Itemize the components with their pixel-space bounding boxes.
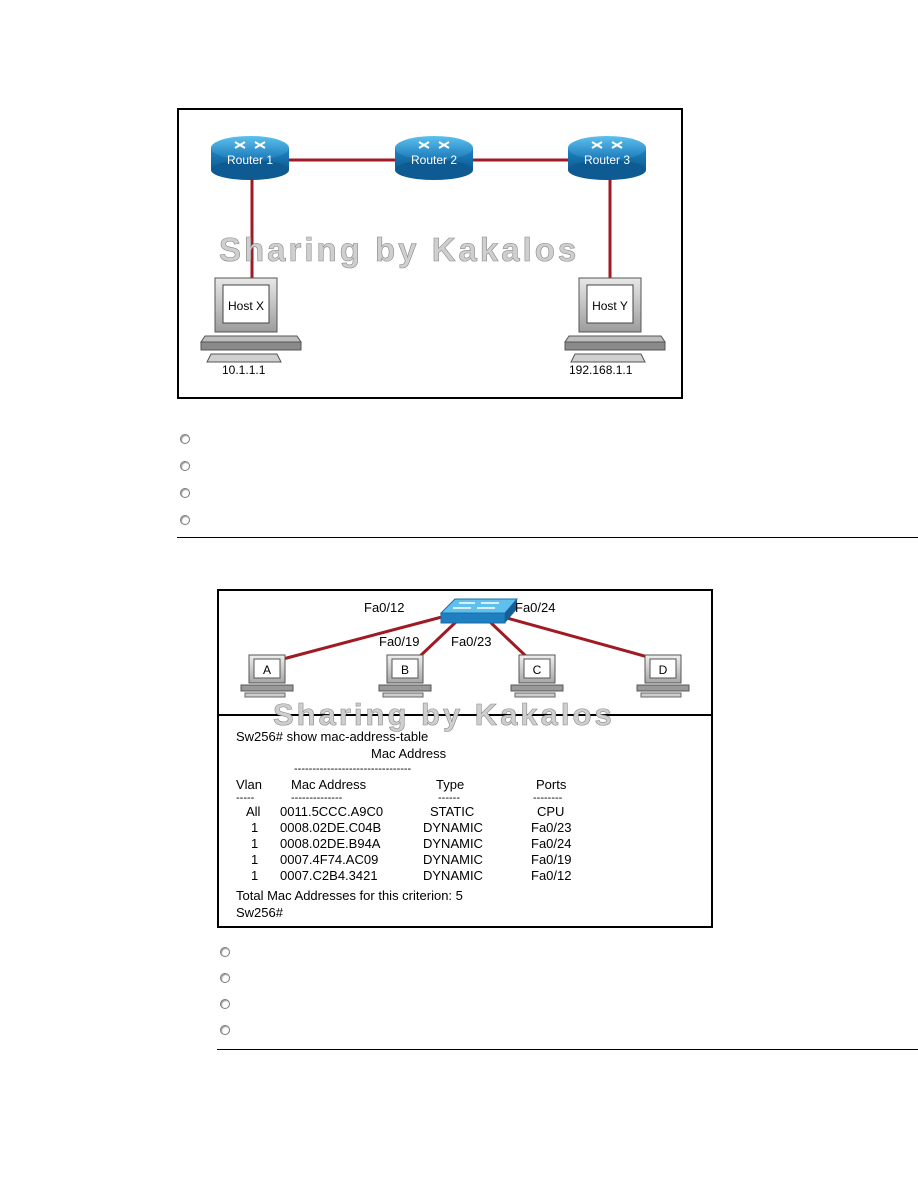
svg-text:Fa0/24: Fa0/24 [531,836,571,851]
port-label-fa0-24: Fa0/24 [515,600,555,615]
router-topology-diagram: Router 1 Router 2 Router 3 Host X [200,136,666,377]
host-label: B [401,663,409,677]
question-divider [217,1049,918,1050]
cli-output: Sw256# show mac-address-table Mac Addres… [236,729,571,920]
col-header-ports: Ports [536,777,567,792]
svg-text:0007.4F74.AC09: 0007.4F74.AC09 [280,852,378,867]
table-row: 1 0007.4F74.AC09 DYNAMIC Fa0/19 [251,852,571,867]
router-label: Router 2 [411,153,457,167]
svg-text:1: 1 [251,836,258,851]
svg-text:DYNAMIC: DYNAMIC [423,852,483,867]
option-radio[interactable] [180,434,190,444]
option-radio[interactable] [180,488,190,498]
cli-total: Total Mac Addresses for this criterion: … [236,888,463,903]
svg-text:Fa0/12: Fa0/12 [531,868,571,883]
table-row: 1 0008.02DE.C04B DYNAMIC Fa0/23 [251,820,571,835]
svg-text:0008.02DE.C04B: 0008.02DE.C04B [280,820,381,835]
table-row: 1 0007.C2B4.3421 DYNAMIC Fa0/12 [251,868,571,883]
cli-prompt: Sw256# [236,905,284,920]
router-label: Router 3 [584,153,630,167]
option-radio[interactable] [180,515,190,525]
switch-figure-2: Fa0/12 Fa0/24 Fa0/19 Fa0/23 A B C [217,589,713,928]
host-label: Host X [228,299,264,313]
cli-dashes: -------------------------------- [294,763,412,775]
option-radio[interactable] [220,973,230,983]
host-y-computer-icon: Host Y [564,277,666,363]
host-label: C [533,663,542,677]
svg-text:DYNAMIC: DYNAMIC [423,820,483,835]
port-label-fa0-23: Fa0/23 [451,634,491,649]
svg-text:1: 1 [251,820,258,835]
svg-text:0008.02DE.B94A: 0008.02DE.B94A [280,836,381,851]
router-1: Router 1 [211,136,289,180]
svg-text:1: 1 [251,852,258,867]
host-label: D [659,663,668,677]
svg-text:DYNAMIC: DYNAMIC [423,868,483,883]
table-row: All 0011.5CCC.A9C0 STATIC CPU [246,804,564,819]
host-c-computer-icon: C [510,654,564,698]
col-underline: -------------- [291,792,343,804]
question-divider [177,537,918,538]
watermark: Sharing by Kakalos [273,697,615,732]
host-b-computer-icon: B [378,654,432,698]
svg-text:1: 1 [251,868,258,883]
host-x-ip: 10.1.1.1 [222,363,266,377]
col-underline: ----- [236,792,255,804]
router-2: Router 2 [395,136,473,180]
table-row: 1 0008.02DE.B94A DYNAMIC Fa0/24 [251,836,571,851]
col-underline: ------ [438,792,460,804]
svg-text:Fa0/19: Fa0/19 [531,852,571,867]
svg-text:CPU: CPU [537,804,564,819]
svg-text:All: All [246,804,261,819]
host-label: A [263,663,271,677]
host-a-computer-icon: A [240,654,294,698]
svg-text:DYNAMIC: DYNAMIC [423,836,483,851]
host-x-computer-icon: Host X [200,277,302,363]
col-header-vlan: Vlan [236,777,262,792]
option-radio[interactable] [180,461,190,471]
switch-links [282,611,656,661]
svg-text:0007.C2B4.3421: 0007.C2B4.3421 [280,868,378,883]
host-y-ip: 192.168.1.1 [569,363,633,377]
switch-mac-table-diagram: Fa0/12 Fa0/24 Fa0/19 Fa0/23 A B C [219,598,711,920]
svg-text:STATIC: STATIC [430,804,474,819]
router-label: Router 1 [227,153,273,167]
option-radio[interactable] [220,1025,230,1035]
port-label-fa0-12: Fa0/12 [364,600,404,615]
cli-subtitle: Mac Address [371,746,447,761]
router-arrows-icon [234,141,266,149]
svg-text:Fa0/23: Fa0/23 [531,820,571,835]
col-header-mac: Mac Address [291,777,367,792]
watermark: Sharing by Kakalos [219,231,579,268]
router-3: Router 3 [568,136,646,180]
switch-icon [439,598,519,624]
port-label-fa0-19: Fa0/19 [379,634,419,649]
host-d-computer-icon: D [636,654,690,698]
router-arrows-icon [591,141,623,149]
host-label: Host Y [592,299,628,313]
topology-figure-1: Router 1 Router 2 Router 3 Host X [177,108,683,399]
router-arrows-icon [418,141,450,149]
col-header-type: Type [436,777,464,792]
cli-command: Sw256# show mac-address-table [236,729,428,744]
option-radio[interactable] [220,999,230,1009]
svg-text:0011.5CCC.A9C0: 0011.5CCC.A9C0 [280,804,383,819]
col-underline: -------- [533,792,563,804]
option-radio[interactable] [220,947,230,957]
